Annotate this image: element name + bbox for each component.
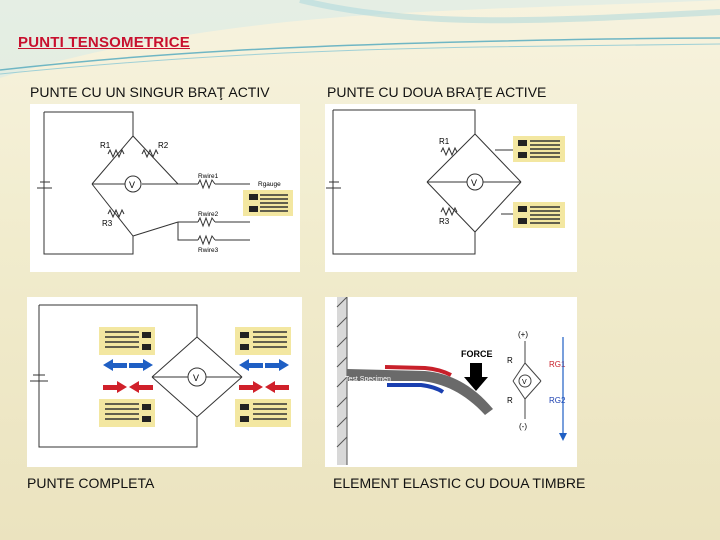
rwire2-label: Rwire2	[198, 211, 219, 218]
compression-arrows-icon	[103, 381, 289, 393]
strain-gauge-icon	[99, 327, 155, 355]
rgauge-label: Rgauge	[258, 181, 281, 188]
voltmeter-label: V	[522, 379, 527, 386]
strain-gauge-icon	[235, 327, 291, 355]
voltmeter-label: V	[129, 180, 135, 190]
header-wave-decoration	[0, 0, 720, 78]
force-arrow-icon	[464, 363, 488, 391]
resistor-r3-label: R3	[102, 219, 113, 228]
caption-full-bridge: PUNTE COMPLETA	[27, 475, 155, 491]
positive-terminal-label: (+)	[518, 330, 528, 339]
resistor-r3-label: R3	[439, 217, 450, 226]
rwire1-label: Rwire1	[198, 173, 219, 180]
resistor-bottom-label: R	[507, 396, 513, 405]
force-label: FORCE	[461, 349, 493, 359]
resistor-r2-label: R2	[158, 141, 169, 150]
strain-gauge-icon	[243, 190, 293, 216]
caption-elastic-element: ELEMENT ELASTIC CU DOUA TIMBRE	[333, 475, 586, 491]
caption-single-arm-bridge: PUNTE CU UN SINGUR BRAŢ ACTIV	[30, 84, 270, 100]
resistor-top-label: R	[507, 356, 513, 365]
test-specimen-beam	[347, 369, 493, 415]
diagram-two-arm-bridge: V R1 R3	[325, 104, 577, 272]
gauge-rg2-label: RG2	[549, 396, 566, 405]
voltmeter-label: V	[193, 373, 199, 383]
diagram-single-arm-bridge: V R1 R2 R3 Rwire1 Rwire2 Rwire3 Rgauge	[30, 104, 300, 272]
strain-gauge-icon	[99, 399, 155, 427]
strain-gauge-icon	[235, 399, 291, 427]
strain-gauge-top-icon	[513, 136, 565, 162]
specimen-label: Test Specimen	[345, 376, 391, 383]
voltmeter-label: V	[471, 178, 477, 188]
resistor-r1-label: R1	[439, 137, 450, 146]
caption-two-arm-bridge: PUNTE CU DOUA BRAŢE ACTIVE	[327, 84, 547, 100]
slide-title: PUNTI TENSOMETRICE	[18, 34, 190, 51]
gauge-rg1-label: RG1	[549, 360, 566, 369]
negative-terminal-label: (-)	[519, 422, 527, 431]
diagram-full-bridge: V	[27, 297, 302, 467]
blue-arrow-icon	[559, 337, 567, 441]
tension-arrows-icon	[103, 359, 289, 371]
rwire3-label: Rwire3	[198, 247, 219, 254]
strain-gauge-bottom-icon	[513, 202, 565, 228]
diagram-cantilever-specimen: Test Specimen FORCE V (+) (-) R R RG1 RG…	[325, 296, 577, 467]
resistor-r1-label: R1	[100, 141, 111, 150]
